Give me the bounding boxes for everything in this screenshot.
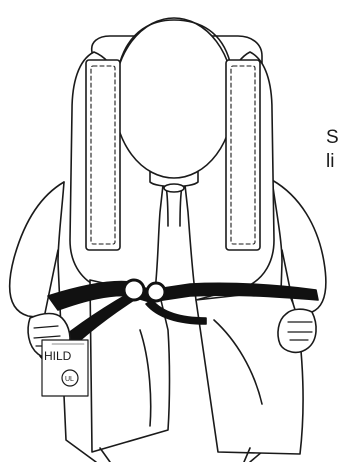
head bbox=[114, 18, 234, 178]
caption-line-1: S bbox=[326, 128, 339, 147]
right-hand bbox=[278, 309, 316, 352]
buckle-ring-left bbox=[124, 280, 144, 300]
caption-line-2: li bbox=[326, 152, 334, 171]
buckle-ring-right bbox=[147, 283, 165, 301]
ul-mark-text: UL bbox=[65, 376, 74, 383]
vest-label-text: HILD bbox=[44, 349, 72, 363]
inflation-tube-valve bbox=[164, 184, 184, 192]
